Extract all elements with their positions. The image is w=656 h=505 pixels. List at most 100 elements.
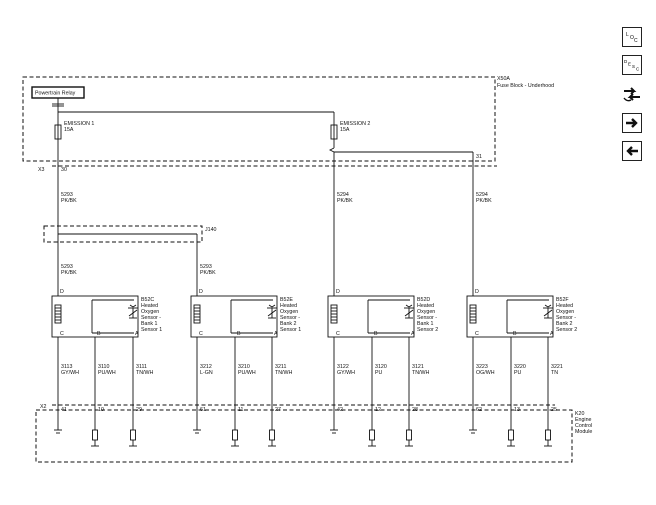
fuse1-rating: 15A bbox=[64, 127, 74, 133]
pin-label: A bbox=[135, 331, 139, 337]
prev-button[interactable] bbox=[622, 141, 642, 161]
next-button[interactable] bbox=[622, 113, 642, 133]
sensor-desc-line: Sensor 1 bbox=[141, 327, 162, 333]
wire-color: PU/WH bbox=[98, 370, 116, 376]
feed-wire-4-circuit: 5293 bbox=[61, 264, 73, 270]
sensor-desc-line: Sensor - bbox=[141, 315, 161, 321]
ecm-line-2: Control bbox=[575, 423, 592, 429]
ecm-pin: 42 bbox=[337, 407, 343, 413]
wire-circuit: 3221 bbox=[551, 364, 563, 370]
svg-text:L: L bbox=[626, 32, 629, 38]
sensor-desc-line: Sensor 1 bbox=[280, 327, 301, 333]
splice-j140 bbox=[43, 225, 203, 243]
pin-label: C bbox=[199, 331, 203, 337]
sensor-id: B52F bbox=[556, 297, 569, 303]
sensor-desc-line: Bank 1 bbox=[417, 321, 434, 327]
fuse-block-outline bbox=[22, 76, 496, 162]
fuse-block-id: X50A bbox=[497, 76, 510, 82]
ecm-resistor bbox=[130, 429, 136, 441]
fuse-block-name: Fuse Block - Underhood bbox=[497, 83, 554, 89]
x3-pin-31: 31 bbox=[476, 154, 482, 160]
fuse2-name: EMISSION 2 bbox=[340, 121, 370, 127]
ecm-resistor bbox=[406, 429, 412, 441]
sensor-desc-line: Oxygen bbox=[556, 309, 574, 315]
ecm-line-1: Engine bbox=[575, 417, 592, 423]
wire-color: GY/WH bbox=[61, 370, 79, 376]
wire-color: PU/WH bbox=[238, 370, 256, 376]
sensor-box bbox=[190, 295, 278, 338]
x3-pin-30: 30 bbox=[61, 167, 67, 173]
sensor-desc-line: Sensor - bbox=[417, 315, 437, 321]
svg-text:D: D bbox=[624, 59, 628, 64]
fuse2-rating: 15A bbox=[340, 127, 350, 133]
ecm-resistor bbox=[508, 429, 514, 441]
ecm-pin: 10 bbox=[98, 407, 104, 413]
sensor-box bbox=[51, 295, 139, 338]
sensor-desc-line: Sensor - bbox=[556, 315, 576, 321]
pin-label: B bbox=[374, 331, 378, 337]
loc-icon: L O C bbox=[626, 32, 638, 44]
sensor-desc-line: Bank 1 bbox=[141, 321, 158, 327]
sensor-id: B52E bbox=[280, 297, 293, 303]
sensor-id: B52C bbox=[141, 297, 154, 303]
sensor-box bbox=[466, 295, 554, 338]
sensor-desc-line: Sensor - bbox=[280, 315, 300, 321]
wire-circuit: 3220 bbox=[514, 364, 526, 370]
sensor-desc-line: Heated bbox=[141, 303, 158, 309]
sensor-desc-line: Bank 2 bbox=[556, 321, 573, 327]
pin-label-d: D bbox=[60, 289, 64, 295]
loc-button[interactable]: L O C bbox=[622, 27, 642, 47]
ecm-resistor bbox=[369, 429, 375, 441]
pin-label: B bbox=[513, 331, 517, 337]
pin-label: C bbox=[336, 331, 340, 337]
pin-label: A bbox=[550, 331, 554, 337]
feed-wire-1-color: PK/BK bbox=[61, 198, 77, 204]
pin-label-d: D bbox=[199, 289, 203, 295]
wire-color: TN bbox=[551, 370, 558, 376]
wire-color: L-GN bbox=[200, 370, 213, 376]
wire-circuit: 3211 bbox=[275, 364, 286, 370]
pin-label-d: D bbox=[475, 289, 479, 295]
sensor-desc-line: Heated bbox=[556, 303, 573, 309]
wire-circuit: 3111 bbox=[136, 364, 147, 370]
ecm-pin: 29 bbox=[136, 407, 142, 413]
prev-arrow-icon bbox=[626, 146, 638, 156]
wire-circuit: 3223 bbox=[476, 364, 488, 370]
flow-button[interactable] bbox=[622, 84, 642, 104]
wire-circuit: 3210 bbox=[238, 364, 250, 370]
wire-color: OG/WH bbox=[476, 370, 495, 376]
flow-icon bbox=[623, 87, 640, 102]
svg-text:C: C bbox=[634, 38, 638, 44]
desc-icon: D E S C bbox=[624, 59, 640, 72]
wire-circuit: 3113 bbox=[61, 364, 72, 370]
wire-color: PU bbox=[375, 370, 383, 376]
pin-label: A bbox=[274, 331, 278, 337]
ecm-line-3: Module bbox=[575, 429, 592, 435]
wire-circuit: 3122 bbox=[337, 364, 349, 370]
ecm-pin: 25 bbox=[551, 407, 557, 413]
desc-button[interactable]: D E S C bbox=[622, 55, 642, 75]
pin-label: B bbox=[237, 331, 241, 337]
x3-label: X3 bbox=[38, 167, 45, 173]
ecm-resistor bbox=[545, 429, 551, 441]
feed-wire-2-color: PK/BK bbox=[337, 198, 353, 204]
fuse1-name: EMISSION 1 bbox=[64, 121, 94, 127]
wire-color: TN/WH bbox=[275, 370, 293, 376]
wire-circuit: 3120 bbox=[375, 364, 387, 370]
powertrain-relay-label: Powertrain Relay bbox=[35, 91, 76, 97]
wire-circuit: 3121 bbox=[412, 364, 424, 370]
wire-color: TN/WH bbox=[136, 370, 154, 376]
svg-text:O: O bbox=[630, 35, 634, 41]
feed-wire-3-circuit: 5294 bbox=[476, 192, 488, 198]
sensor-desc-line: Heated bbox=[280, 303, 297, 309]
feed-wire-5-circuit: 5293 bbox=[200, 264, 212, 270]
sensor-desc-line: Heated bbox=[417, 303, 434, 309]
ecm-resistor bbox=[232, 429, 238, 441]
wire-color: TN/WH bbox=[412, 370, 430, 376]
ecm-id: K20 bbox=[575, 411, 584, 417]
